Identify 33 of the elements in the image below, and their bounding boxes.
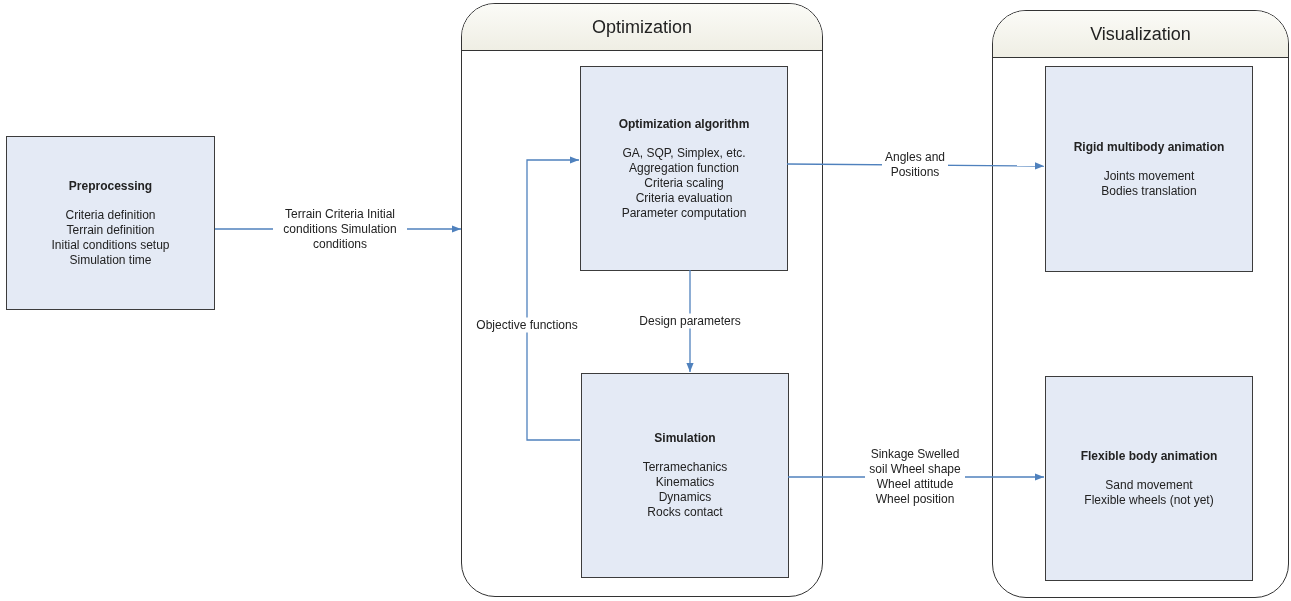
box-item: Aggregation function [628,160,740,176]
arrow [526,156,581,441]
box-item: GA, SQP, Simplex, etc. [622,145,746,161]
box-item: Simulation time [69,252,152,268]
box-item: Rocks contact [647,505,723,520]
group-container [461,3,823,597]
process-box [1045,376,1253,581]
box-title: Preprocessing [68,178,153,194]
box-item: Flexible wheels (not yet) [1084,493,1214,508]
box-item: Joints movement [1103,168,1195,184]
box-item: Criteria scaling [644,175,724,191]
process-box [581,373,789,578]
process-box [6,136,215,310]
group-title: Optimization [591,16,692,38]
box-item: Terramechanics [642,460,728,475]
box-item: Initial conditions setup [51,237,170,253]
process-box [1045,66,1253,272]
box-item: Bodies translation [1101,183,1197,199]
box-item: Terrain definition [66,222,155,238]
box-title: Optimization algorithm [618,116,750,132]
group-title: Visualization [1090,23,1191,45]
box-item: Criteria definition [65,207,156,223]
group-container [992,10,1289,598]
box-item: Kinematics [655,475,715,490]
process-box [580,66,788,271]
edge-label: Sinkage Swelled soil Wheel shape Wheel attitude Wheel position [865,447,965,507]
box-title: Simulation [654,431,716,446]
box-item: Parameter computation [621,205,747,221]
box-item: Sand movement [1105,478,1193,493]
box-item: Dynamics [658,490,712,505]
box-title: Rigid multibody animation [1073,139,1225,155]
box-item: Criteria evaluation [635,190,733,206]
box-title: Flexible body animation [1080,449,1218,464]
